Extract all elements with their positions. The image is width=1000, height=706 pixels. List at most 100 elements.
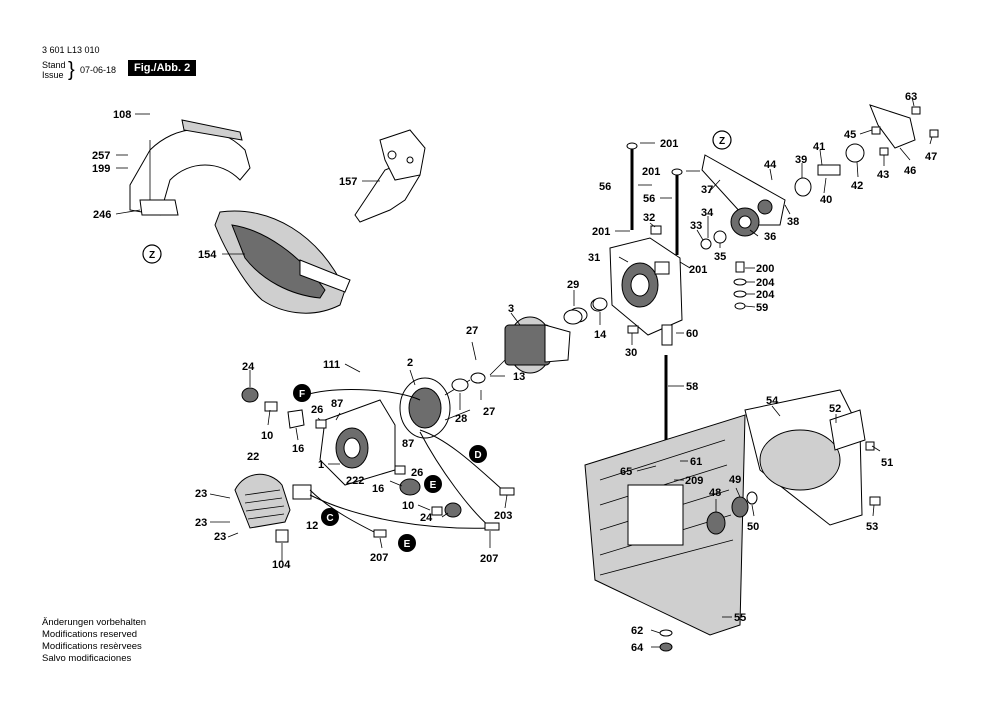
part-label: 35 xyxy=(714,251,726,263)
part-label: 108 xyxy=(113,109,131,121)
part-label: 30 xyxy=(625,347,637,359)
part-label: 200 xyxy=(756,263,774,275)
callout-d: D xyxy=(469,445,487,463)
modification-notes: Änderungen vorbehalten Modifications res… xyxy=(42,617,146,665)
part-label: 10 xyxy=(261,430,273,442)
part-label: 40 xyxy=(820,194,832,206)
svg-text:C: C xyxy=(326,513,333,524)
callout-c: C xyxy=(321,508,339,526)
callout-z-left: Z xyxy=(142,244,162,264)
part-label: 52 xyxy=(829,403,841,415)
part-label: 46 xyxy=(904,165,916,177)
part-label: 14 xyxy=(594,329,607,341)
part-label: 33 xyxy=(690,220,702,232)
part-label: 27 xyxy=(466,325,478,337)
brushes-and-holders xyxy=(241,387,462,543)
part-label: 63 xyxy=(905,91,917,103)
leader-lines xyxy=(115,96,933,648)
part-label: 157 xyxy=(339,176,357,188)
blade-guard-lower xyxy=(214,210,351,314)
part-label: 23 xyxy=(195,517,207,529)
part-label: 34 xyxy=(701,207,714,219)
note-spanish: Salvo modificaciones xyxy=(42,653,132,664)
part-label: 23 xyxy=(214,531,226,543)
svg-text:Z: Z xyxy=(149,250,155,261)
part-label: 47 xyxy=(925,151,937,163)
part-label: 16 xyxy=(292,443,304,455)
part-label: 10 xyxy=(402,500,414,512)
part-label: 51 xyxy=(881,457,893,469)
part-label: 39 xyxy=(795,154,807,166)
drawing-number: 3 601 L13 010 xyxy=(42,45,100,55)
part-label: 201 xyxy=(689,264,707,276)
part-label: 59 xyxy=(756,302,768,314)
svg-text:E: E xyxy=(430,480,437,491)
part-label: 31 xyxy=(588,252,600,264)
gear-housing xyxy=(609,237,683,336)
part-label: 222 xyxy=(346,475,364,487)
saw-base xyxy=(584,414,746,636)
part-label: 65 xyxy=(620,466,632,478)
part-label: 201 xyxy=(642,166,660,178)
part-label: 24 xyxy=(242,361,255,373)
part-label: 32 xyxy=(643,212,655,224)
stand-issue-brace: } xyxy=(68,59,75,81)
note-french: Modifications resèrvees xyxy=(42,641,142,652)
riving-knife xyxy=(354,129,426,223)
part-label: 154 xyxy=(198,249,217,261)
part-label: 56 xyxy=(599,181,611,193)
part-label: 207 xyxy=(480,553,498,565)
part-label: 45 xyxy=(844,129,856,141)
issue-date: 07-06-18 xyxy=(80,65,117,75)
motor-housing xyxy=(319,399,396,486)
svg-text:E: E xyxy=(404,539,411,550)
part-label: 246 xyxy=(93,209,111,221)
callout-e-mid: E xyxy=(424,475,442,493)
part-number-labels: 108 257 199 246 154 157 201 201 201 201 … xyxy=(92,91,937,654)
callout-e-bottom: E xyxy=(398,534,416,552)
part-label: 26 xyxy=(411,467,423,479)
callout-z-top: Z xyxy=(712,130,732,150)
fan-cover xyxy=(234,473,291,529)
part-label: 23 xyxy=(195,488,207,500)
armature xyxy=(489,298,606,376)
rear-guard xyxy=(744,389,866,526)
part-label: 27 xyxy=(483,406,495,418)
svg-text:D: D xyxy=(474,450,481,461)
part-label: 204 xyxy=(756,289,775,301)
part-label: 64 xyxy=(631,642,644,654)
part-label: 36 xyxy=(764,231,776,243)
part-label: 2 xyxy=(407,357,413,369)
part-label: 16 xyxy=(372,483,384,495)
issue-label: Issue xyxy=(42,70,64,80)
part-label: 56 xyxy=(643,193,655,205)
part-label: 1 xyxy=(318,459,324,471)
part-label: 111 xyxy=(323,359,340,371)
svg-text:Z: Z xyxy=(719,136,725,147)
part-label: 87 xyxy=(402,438,414,450)
part-label: 209 xyxy=(685,475,703,487)
part-label: 55 xyxy=(734,612,746,624)
part-label: 50 xyxy=(747,521,759,533)
part-label: 49 xyxy=(729,474,741,486)
part-label: 41 xyxy=(813,141,825,153)
part-label: 24 xyxy=(420,512,433,524)
part-label: 62 xyxy=(631,625,643,637)
part-label: 87 xyxy=(331,398,343,410)
part-label: 201 xyxy=(592,226,610,238)
small-hardware xyxy=(563,225,747,325)
part-label: 13 xyxy=(513,371,525,383)
stator xyxy=(399,372,486,439)
part-label: 42 xyxy=(851,180,863,192)
part-label: 29 xyxy=(567,279,579,291)
part-label: 54 xyxy=(766,395,779,407)
gear-bracket xyxy=(701,154,786,226)
note-english: Modifications reserved xyxy=(42,629,138,640)
base-hardware xyxy=(659,441,881,652)
part-label: 37 xyxy=(701,184,713,196)
part-label: 60 xyxy=(686,328,698,340)
part-label: 3 xyxy=(508,303,514,315)
part-label: 43 xyxy=(877,169,889,181)
part-label: 26 xyxy=(311,404,323,416)
